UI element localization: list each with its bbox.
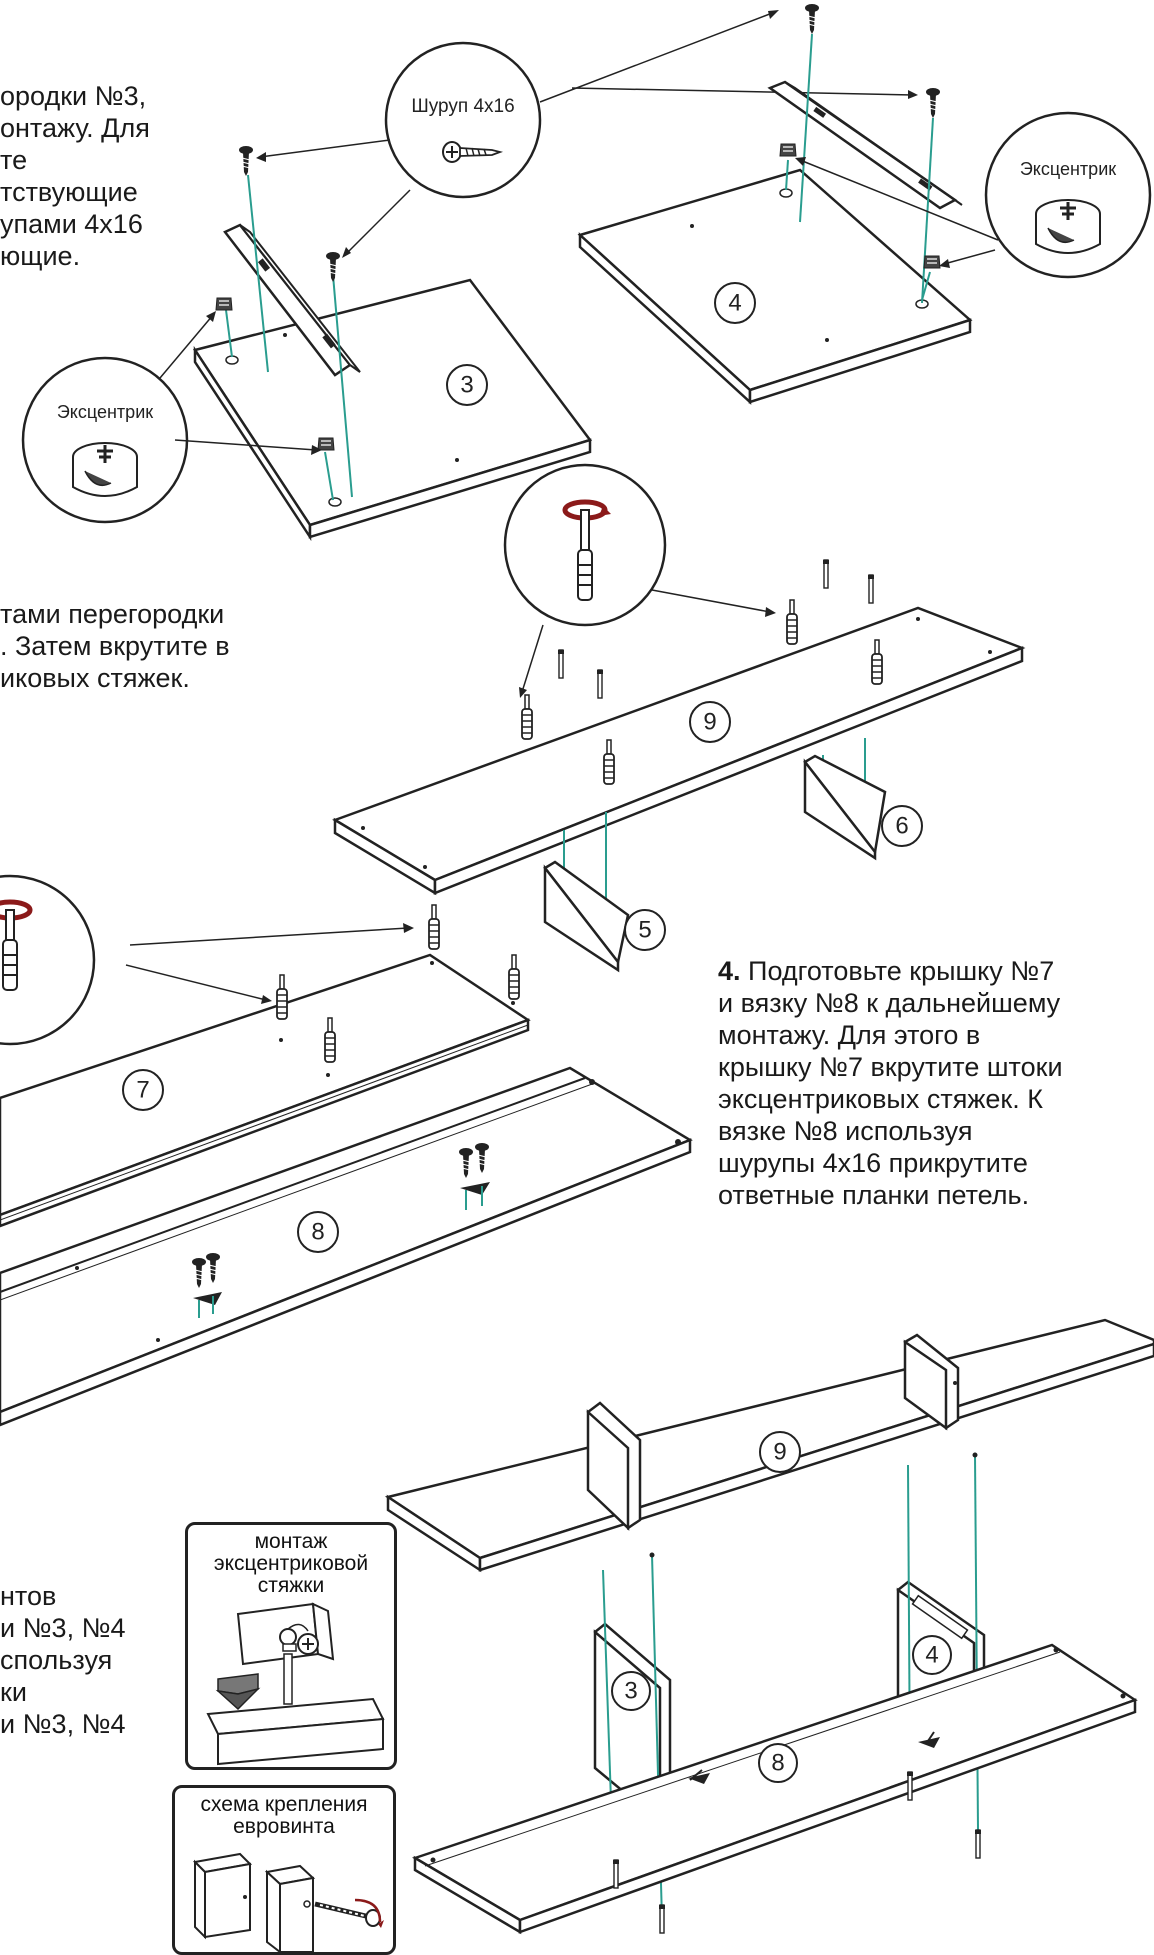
step-4-line-2: и вязку №8 к дальнейшему xyxy=(718,988,1061,1018)
inset-eccentric-title: монтаж эксцентриковой стяжки xyxy=(188,1531,394,1597)
step-4-line-1: 4. Подготовьте крышку №7 xyxy=(718,955,1063,987)
part-number-8: 8 xyxy=(311,1219,324,1246)
inset-eurovint-title-line-1: схема крепления xyxy=(200,1793,368,1816)
instruction-text-2-line-1: тами перегородки xyxy=(0,599,225,629)
part-number-3: 3 xyxy=(460,372,473,399)
inset-eccentric-title-line-3: стяжки xyxy=(257,1574,325,1597)
instruction-text-1-line-2: онтажу. Для xyxy=(0,113,150,143)
instruction-text-5-line-4: ки xyxy=(0,1677,27,1707)
instruction-text-5-line-2: и №3, №4 xyxy=(0,1613,126,1643)
part-number-7: 7 xyxy=(136,1077,149,1104)
instruction-text-2: тами перегородки . Затем вкрутите в иков… xyxy=(0,598,230,694)
callout-screw-label: Шуруп 4х16 xyxy=(411,96,514,117)
inset-eccentric-title-line-1: монтаж xyxy=(254,1530,328,1553)
assembly-number-9: 9 xyxy=(773,1439,786,1466)
assembly-number-3: 3 xyxy=(624,1678,637,1705)
instruction-text-1-line-1: ородки №3, xyxy=(0,81,147,111)
assembly-number-4-circle xyxy=(912,1635,952,1675)
inset-eurovint-title: схема крепления евровинта xyxy=(175,1794,393,1838)
part-number-7-circle xyxy=(122,1069,164,1111)
step-4-line-7: шурупы 4х16 прикрутите xyxy=(718,1148,1028,1178)
part-number-3-circle xyxy=(446,364,488,406)
assembly-number-8: 8 xyxy=(771,1750,784,1777)
final-assembly-group: 9 3 4 8 xyxy=(384,1318,1154,1935)
inset-eccentric-mounting: монтаж эксцентриковой стяжки xyxy=(185,1522,397,1770)
assembly-number-4: 4 xyxy=(925,1642,938,1669)
panel-4 xyxy=(577,168,973,392)
step-4-instruction: 4. Подготовьте крышку №7 и вязку №8 к да… xyxy=(718,955,1063,1211)
step-4-line-3: монтажу. Для этого в xyxy=(718,1020,981,1050)
eccentric-icon-b xyxy=(1035,199,1101,254)
instruction-text-1-line-4: тствующие xyxy=(0,177,138,207)
inset-eurovint-title-line-2: евровинта xyxy=(233,1815,335,1838)
instruction-text-5-line-1: нтов xyxy=(0,1581,57,1611)
callout-eccentric-b-label: Эксцентрик xyxy=(1020,159,1116,179)
instruction-text-2-line-3: иковых стяжек. xyxy=(0,663,190,693)
shelf-9 xyxy=(332,606,1026,882)
assembly-number-9-circle xyxy=(759,1431,801,1473)
eurovint-illustration xyxy=(192,1852,384,1952)
callout-eccentric-b: Эксцентрик xyxy=(795,111,1152,279)
top-7-and-tie-8-group: 7 8 xyxy=(0,874,693,1427)
step-4-line-4: крышку №7 вкрутите штоки xyxy=(718,1052,1063,1082)
step-4-line-8: ответные планки петель. xyxy=(718,1180,1030,1210)
panel-4-group: 4 xyxy=(577,3,973,405)
shelf-9-group: 9 5 6 xyxy=(332,463,1026,973)
assembly-number-3-circle xyxy=(611,1671,651,1711)
part-number-5-circle xyxy=(624,909,666,951)
instruction-text-5: нтов и №3, №4 спользуя ки и №3, №4 xyxy=(0,1580,126,1740)
inset-eurovint-scheme: схема крепления евровинта xyxy=(172,1785,396,1955)
instruction-text-1-line-6: ющие. xyxy=(0,241,81,271)
eccentric-icon xyxy=(72,442,138,497)
step-4-line-6: вязке №8 используя xyxy=(718,1116,973,1146)
part-number-4: 4 xyxy=(728,290,741,317)
step-4-line-5: эксцентриковых стяжек. К xyxy=(718,1084,1043,1114)
instruction-text-5-line-3: спользуя xyxy=(0,1645,113,1675)
screwdriver-icon xyxy=(562,499,611,601)
part-number-9-circle xyxy=(689,701,731,743)
part-number-5: 5 xyxy=(638,917,651,944)
inset-eccentric-title-line-2: эксцентриковой xyxy=(213,1552,369,1575)
part-number-9: 9 xyxy=(703,709,716,736)
eccentric-mounting-illustration xyxy=(206,1602,385,1766)
instruction-text-1-line-5: упами 4х16 xyxy=(0,209,143,239)
panel-3-group: 3 xyxy=(192,145,593,542)
assembly-number-8-circle xyxy=(758,1743,798,1783)
callout-eccentric-a: Эксцентрик xyxy=(21,311,322,524)
part-number-4-circle xyxy=(714,282,756,324)
callout-screw: Шуруп 4х16 xyxy=(256,10,918,258)
part-number-8-circle xyxy=(297,1211,339,1253)
callout-eccentric-a-label: Эксцентрик xyxy=(57,402,153,422)
step-4-line-1-text: Подготовьте крышку №7 xyxy=(740,956,1055,986)
step-4-number: 4. xyxy=(718,956,741,986)
instruction-text-1-line-3: те xyxy=(0,145,28,175)
part-number-6-circle xyxy=(881,805,923,847)
partition-6 xyxy=(803,758,877,861)
instruction-text-2-line-2: . Затем вкрутите в xyxy=(0,631,230,661)
screw-icon xyxy=(442,141,504,163)
part-number-6: 6 xyxy=(895,813,908,840)
instruction-text-1: ородки №3, онтажу. Для те тствующие упам… xyxy=(0,80,150,272)
instruction-text-5-line-5: и №3, №4 xyxy=(0,1709,126,1739)
